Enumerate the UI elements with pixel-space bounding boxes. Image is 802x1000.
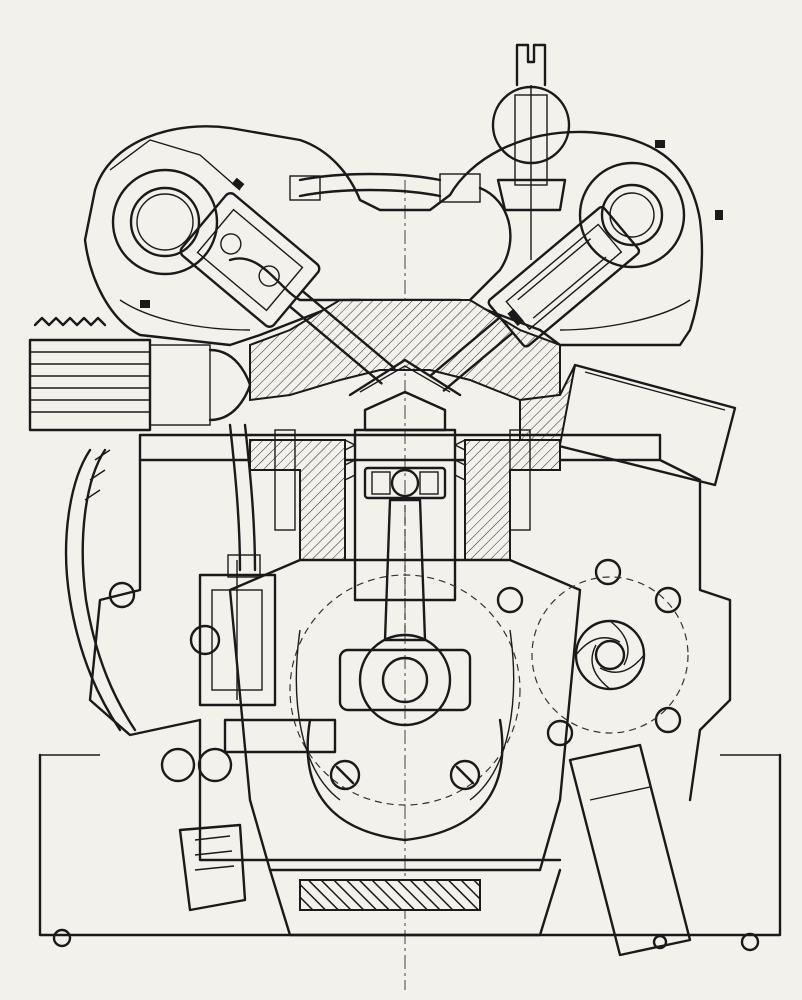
spark-plug <box>491 43 571 260</box>
cylinder-head <box>83 125 704 402</box>
left-camshaft <box>109 139 245 308</box>
exhaust-valve <box>429 206 641 392</box>
oil-sump <box>38 753 782 952</box>
piston <box>344 390 466 602</box>
water-pump <box>531 576 692 957</box>
crankshaft <box>289 574 521 842</box>
cylinder-block <box>88 429 732 802</box>
cooling-fins <box>28 316 252 432</box>
intake-valve <box>179 192 396 385</box>
crankcase <box>108 558 682 872</box>
fuel-injection-pump <box>178 423 337 912</box>
left-hose <box>64 448 137 732</box>
fuel-line <box>228 172 512 302</box>
